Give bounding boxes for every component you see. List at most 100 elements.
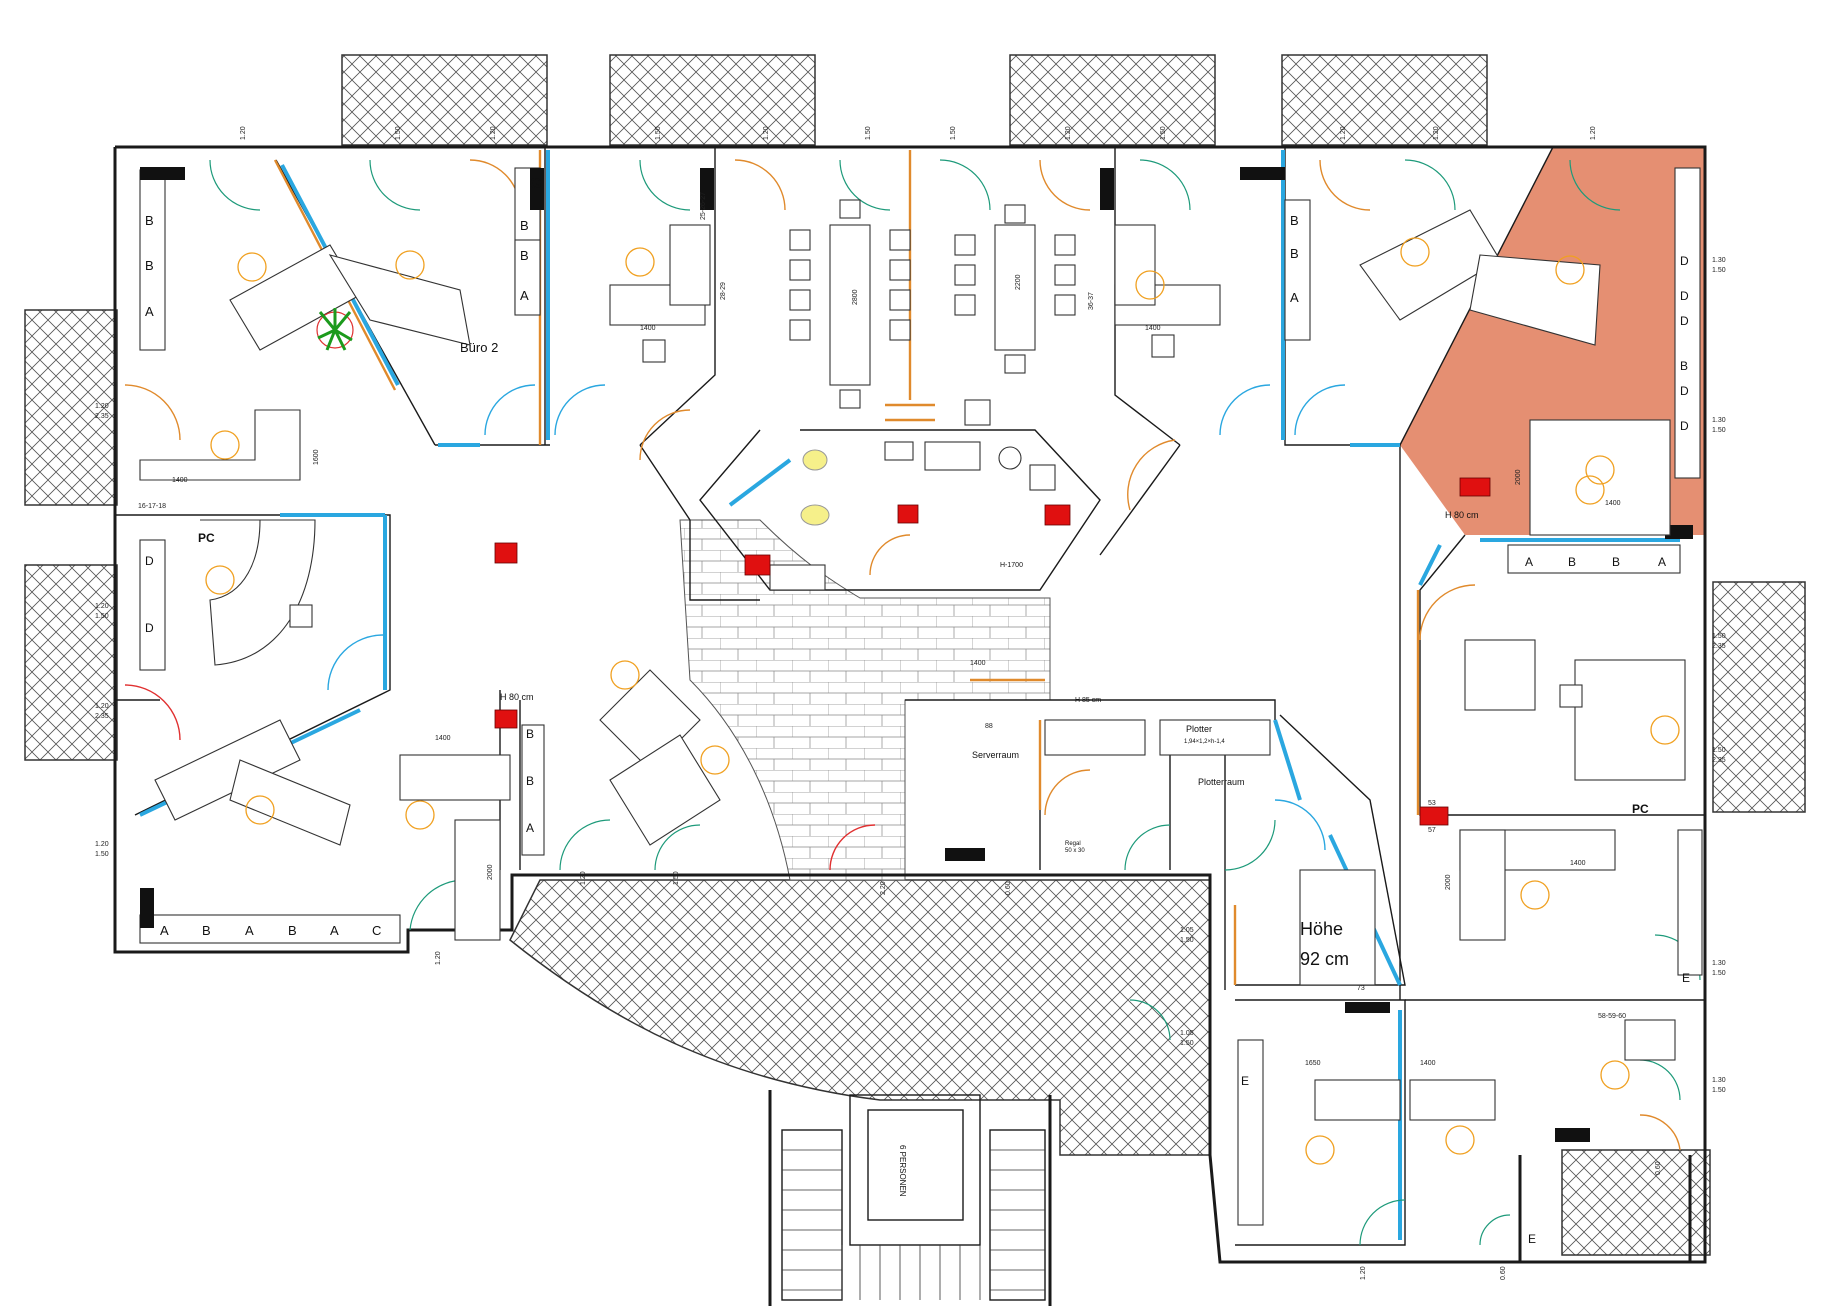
window-size: 1.20 xyxy=(95,603,109,610)
dimension: 2000 xyxy=(1445,874,1452,890)
window-size: 0.60 xyxy=(1500,1266,1507,1280)
window-size: 1.50 xyxy=(1712,267,1726,274)
window-size: 2.35 xyxy=(95,413,109,420)
window-size: 1.50 xyxy=(395,126,402,140)
desk-number: 36-37 xyxy=(1088,292,1095,310)
cabinet-letter: D xyxy=(145,621,154,635)
room-label-hoehe: Höhe xyxy=(1300,919,1343,939)
pc-label: PC xyxy=(198,531,215,545)
desk-number: 58-59-60 xyxy=(1598,1013,1626,1020)
cabinet-letter: B xyxy=(1568,555,1576,569)
dimension: 1400 xyxy=(1145,325,1161,332)
cabinet-letter: A xyxy=(1525,555,1533,569)
cabinet-letter: D xyxy=(1680,254,1689,268)
cabinet-letter: B xyxy=(1290,246,1299,261)
room-labels: Büro 2 Serverraum Plotter 1,94×1,2×h-1,4… xyxy=(460,340,1349,1197)
window-size: 1.20 xyxy=(1360,1266,1367,1280)
desk-number: 25-26-27 xyxy=(700,192,707,220)
window-size: 1.05 xyxy=(1180,927,1194,934)
plant-icon xyxy=(316,308,354,351)
cabinet-letter: C xyxy=(372,923,381,938)
desk-numbers: 16-17-18 25-26-27 28-29 36-37 58-59-60 5… xyxy=(138,192,1626,1020)
room-label-plotterraum: Plotterraum xyxy=(1198,777,1245,787)
window-size: 2.35 xyxy=(1712,757,1726,764)
dimension: 1400 xyxy=(640,325,656,332)
window-labels: 1.20 2.35 1.20 1.50 1.20 2.35 1.20 1.50 … xyxy=(95,126,1726,1280)
desk-number: 73 xyxy=(1357,985,1365,992)
cabinet-letter: G xyxy=(530,175,542,192)
window-size: 1.50 xyxy=(95,613,109,620)
height-label: H-1700 xyxy=(1000,562,1023,569)
cabinet-letter: B xyxy=(1680,359,1688,373)
window-size: 1.30 xyxy=(1712,960,1726,967)
cabinets xyxy=(139,167,1703,1226)
height-label: H 85 cm xyxy=(1075,697,1101,704)
window-size: 1.20 xyxy=(1065,126,1072,140)
elevator-label: 6 PERSONEN xyxy=(898,1145,907,1197)
room-label-hoehe-value: 92 cm xyxy=(1300,949,1349,969)
dimension: 2200 xyxy=(1015,274,1022,290)
red-markers xyxy=(494,477,1491,826)
window-size: 1.20 xyxy=(95,703,109,710)
cabinet-letter: B xyxy=(526,774,534,788)
cabinet-letter: E xyxy=(1241,1074,1249,1088)
cabinet-letter: A xyxy=(526,821,534,835)
doors[interactable] xyxy=(124,159,1701,1246)
dimension: 1650 xyxy=(1305,1060,1321,1067)
regal-dims: 50 x 30 xyxy=(1065,848,1085,854)
pc-label: PC xyxy=(1632,802,1649,816)
window-size: 1.50 xyxy=(655,126,662,140)
cabinet-letter: B xyxy=(288,923,297,938)
window-size: 1.30 xyxy=(1712,257,1726,264)
cabinet-letter: D xyxy=(1680,384,1689,398)
dimension: 2000 xyxy=(487,864,494,880)
conference-tables xyxy=(289,199,1583,708)
window-size: 1.20 xyxy=(490,126,497,140)
desk-number: 88 xyxy=(985,723,993,730)
window-size: 0.60 xyxy=(1005,881,1012,895)
cabinet-letter: B xyxy=(145,213,154,228)
cabinet-letter: E xyxy=(1528,1232,1536,1246)
office-chairs xyxy=(205,237,1680,1165)
window-size: 1.50 xyxy=(950,126,957,140)
cabinet-letter: A xyxy=(160,923,169,938)
window-size: 1.30 xyxy=(1712,1077,1726,1084)
window-size: 2.20 xyxy=(880,881,887,895)
room-label-plotter: Plotter xyxy=(1186,724,1212,734)
window-size: 1.30 xyxy=(1712,417,1726,424)
balconies xyxy=(24,54,1806,1256)
cabinet-letter: B xyxy=(1290,213,1299,228)
cabinet-letter: B xyxy=(520,218,529,233)
window-size: 1.20 xyxy=(763,126,770,140)
window-size: 1.50 xyxy=(95,851,109,858)
window-size: 1.50 xyxy=(1712,427,1726,434)
height-label: H 80 cm xyxy=(500,692,534,702)
cabinet-letter: A xyxy=(520,288,529,303)
window-size: 1.20 xyxy=(95,403,109,410)
window-size: 0.60 xyxy=(1655,1161,1662,1175)
cabinet-letter: B xyxy=(202,923,211,938)
window-size: 1.50 xyxy=(1712,747,1726,754)
regal-label: Regal xyxy=(1065,841,1081,847)
cabinet-letter: A xyxy=(245,923,254,938)
window-size: 1.20 xyxy=(240,126,247,140)
window-size: 1.20 xyxy=(95,841,109,848)
room-label-serverraum: Serverraum xyxy=(972,750,1019,760)
cabinet-letter: A xyxy=(330,923,339,938)
window-size: 2.35 xyxy=(1712,643,1726,650)
desk-number: 53 xyxy=(1428,800,1436,807)
cabinet-letter: B xyxy=(145,258,154,273)
window-size: 1.50 xyxy=(673,871,680,885)
dimension: 1400 xyxy=(172,477,188,484)
window-size: 1.50 xyxy=(1180,937,1194,944)
plotter-dims: 1,94×1,2×h-1,4 xyxy=(1184,739,1225,745)
height-label: H 80 cm xyxy=(1445,510,1479,520)
dimension: 2800 xyxy=(852,289,859,305)
cabinet-letter: D xyxy=(1680,419,1689,433)
window-size: 2.35 xyxy=(95,713,109,720)
cabinet-letter: B xyxy=(520,248,529,263)
window-size: 1.20 xyxy=(580,871,587,885)
window-size: 1.50 xyxy=(1712,633,1726,640)
cabinet-letter: A xyxy=(1658,555,1666,569)
